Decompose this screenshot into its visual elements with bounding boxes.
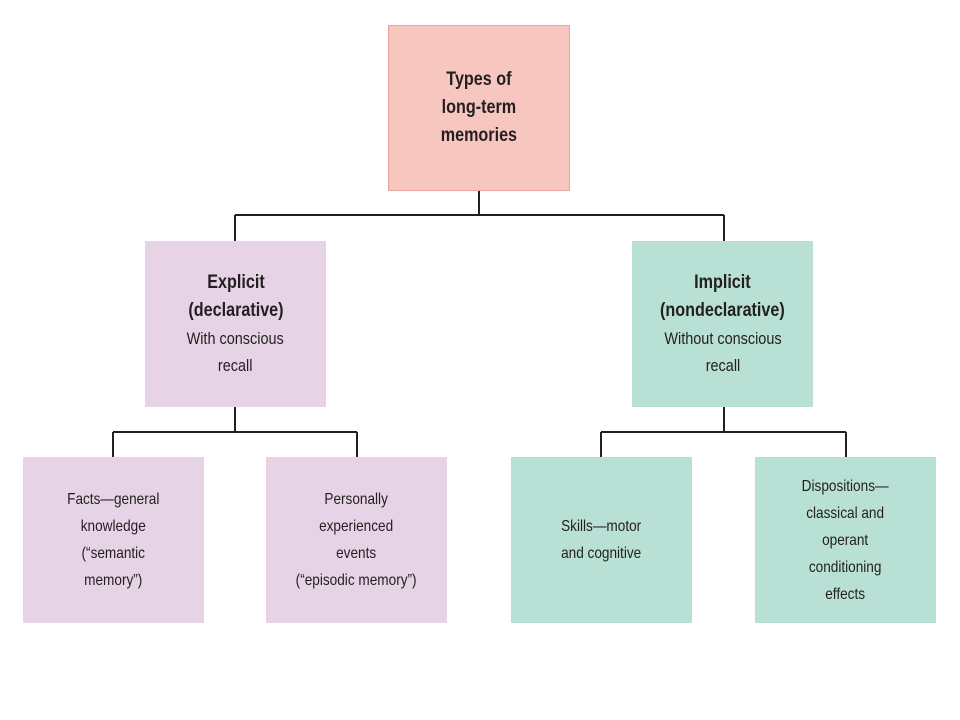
explicit-title-line: Explicit — [206, 272, 265, 293]
leaf-line: Skills—motor — [561, 518, 642, 535]
implicit-subtitle: Without conscious recall — [664, 325, 781, 379]
dispositions-node: Dispositions— classical and operant cond… — [755, 457, 936, 623]
leaf-line: Facts—general — [67, 491, 160, 508]
explicit-node: Explicit (declarative) With conscious re… — [145, 241, 326, 407]
leaf-line: Dispositions— — [802, 477, 889, 495]
implicit-subtitle-line: recall — [705, 356, 740, 375]
leaf-line: (“episodic memory”) — [296, 572, 417, 589]
implicit-subtitle-line: Without conscious — [663, 329, 782, 348]
leaf-line: operant — [822, 531, 869, 549]
semantic-memory-node: Facts—general knowledge (“semantic memor… — [23, 457, 204, 623]
explicit-title: Explicit (declarative) — [188, 269, 283, 325]
episodic-memory-text: Personally experienced events (“episodic… — [296, 486, 417, 594]
root-title-line: long-term — [441, 97, 517, 118]
skills-node: Skills—motor and cognitive — [511, 457, 692, 623]
explicit-title-line: (declarative) — [187, 300, 284, 321]
leaf-line: events — [336, 545, 377, 562]
explicit-subtitle-line: recall — [218, 356, 253, 375]
semantic-memory-text: Facts—general knowledge (“semantic memor… — [67, 486, 159, 594]
implicit-title: Implicit (nondeclarative) — [660, 269, 785, 325]
implicit-title-line: Implicit — [694, 272, 751, 293]
implicit-node: Implicit (nondeclarative) Without consci… — [632, 241, 813, 407]
leaf-line: classical and — [806, 504, 885, 522]
leaf-line: experienced — [319, 518, 394, 535]
leaf-line: knowledge — [80, 518, 147, 535]
episodic-memory-node: Personally experienced events (“episodic… — [266, 457, 447, 623]
root-node: Types of long-term memories — [388, 25, 570, 191]
root-title-line: memories — [440, 125, 518, 146]
skills-text: Skills—motor and cognitive — [561, 513, 641, 567]
implicit-title-line: (nondeclarative) — [660, 300, 785, 321]
leaf-line: effects — [825, 585, 866, 603]
root-title-line: Types of — [446, 69, 512, 90]
explicit-subtitle-line: With conscious — [186, 329, 285, 348]
dispositions-text: Dispositions— classical and operant cond… — [802, 473, 889, 608]
leaf-line: memory”) — [84, 572, 143, 589]
leaf-line: (“semantic — [81, 545, 146, 562]
root-title: Types of long-term memories — [441, 66, 517, 150]
leaf-line: Personally — [324, 491, 389, 508]
leaf-line: and cognitive — [561, 545, 642, 562]
explicit-subtitle: With conscious recall — [187, 325, 284, 379]
leaf-line: conditioning — [809, 558, 882, 576]
